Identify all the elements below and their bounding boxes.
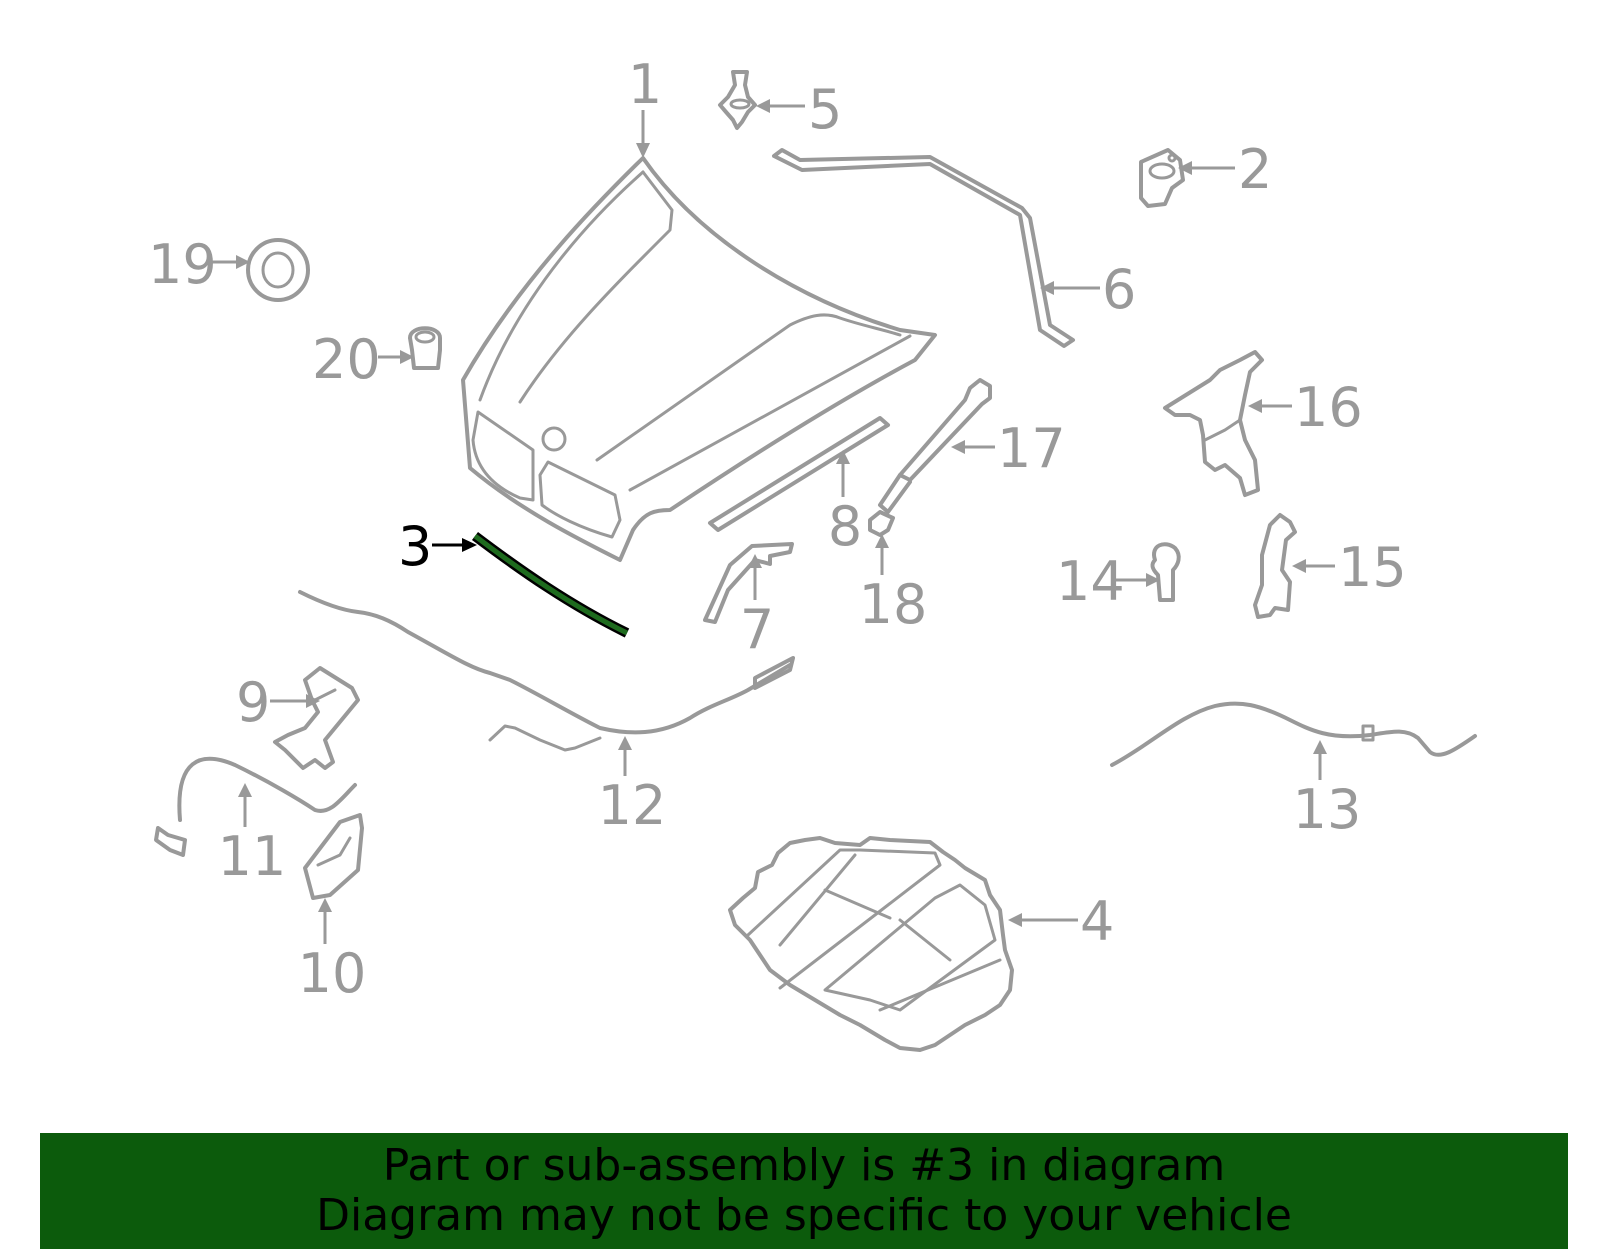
part-19-grommet[interactable] bbox=[246, 238, 310, 302]
part-17-gas-strut[interactable] bbox=[878, 378, 992, 514]
callout-10: 10 bbox=[298, 942, 367, 1005]
callout-15: 15 bbox=[1338, 536, 1407, 599]
part-3-hood-seal[interactable] bbox=[471, 532, 630, 638]
part-10-bracket[interactable] bbox=[303, 813, 364, 900]
callout-3: 3 bbox=[398, 515, 432, 578]
callout-5: 5 bbox=[808, 78, 842, 141]
callout-17: 17 bbox=[997, 417, 1066, 480]
callout-6: 6 bbox=[1102, 258, 1136, 321]
part-20-buffer[interactable] bbox=[408, 326, 442, 370]
part-15-bracket[interactable] bbox=[1253, 513, 1297, 619]
part-9-bracket[interactable] bbox=[273, 666, 360, 770]
part-11-cable[interactable] bbox=[154, 756, 357, 857]
part-6-rubber-strip[interactable] bbox=[772, 148, 1075, 348]
callout-14: 14 bbox=[1056, 550, 1125, 613]
callout-labels: 1 2 3 4 5 6 7 8 9 10 11 12 13 14 15 16 1… bbox=[148, 53, 1407, 1005]
part-12-release-cable[interactable] bbox=[298, 590, 795, 752]
callout-16: 16 bbox=[1294, 376, 1363, 439]
part-18-ball-stud[interactable] bbox=[868, 510, 895, 537]
part-13-cable[interactable] bbox=[1110, 701, 1477, 767]
callout-4: 4 bbox=[1080, 890, 1114, 953]
callout-11: 11 bbox=[218, 825, 287, 888]
part-1-hood[interactable] bbox=[461, 156, 937, 562]
banner-line-1: Part or sub-assembly is #3 in diagram bbox=[382, 1140, 1226, 1191]
callout-9: 9 bbox=[236, 671, 270, 734]
part-14-bumper[interactable] bbox=[1150, 542, 1181, 602]
leader-lines bbox=[212, 99, 1335, 944]
callout-12: 12 bbox=[598, 774, 667, 837]
callout-18: 18 bbox=[859, 573, 928, 636]
part-2-bracket[interactable] bbox=[1139, 148, 1185, 208]
info-banner: Part or sub-assembly is #3 in diagram Di… bbox=[40, 1133, 1568, 1249]
banner-line-2: Diagram may not be specific to your vehi… bbox=[316, 1190, 1292, 1241]
part-16-hinge[interactable] bbox=[1163, 350, 1264, 497]
part-7-bracket[interactable] bbox=[703, 542, 794, 624]
part-5-clip[interactable] bbox=[718, 70, 757, 130]
callout-19: 19 bbox=[148, 233, 217, 296]
callout-1: 1 bbox=[628, 53, 662, 116]
callout-2: 2 bbox=[1238, 138, 1272, 201]
callout-13: 13 bbox=[1293, 778, 1362, 841]
callout-8: 8 bbox=[828, 495, 862, 558]
part-4-insulation-pad[interactable] bbox=[728, 836, 1014, 1052]
callout-7: 7 bbox=[740, 598, 774, 661]
callout-20: 20 bbox=[312, 328, 381, 391]
part-8-seal-strip[interactable] bbox=[708, 416, 890, 532]
